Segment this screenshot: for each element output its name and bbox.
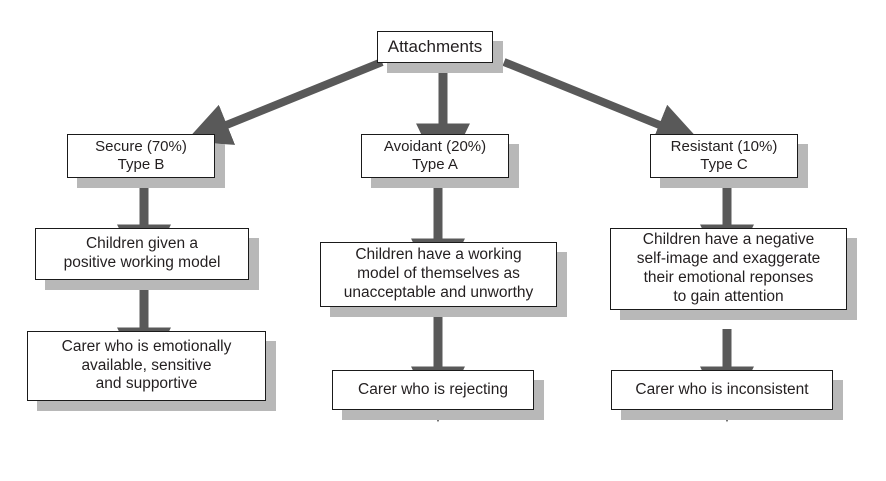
node-secure-carer[interactable]: Carer who is emotionally available, sens…	[27, 331, 266, 401]
node-resistant-carer[interactable]: Carer who is inconsistent	[611, 370, 833, 410]
node-secure-carer-label: Carer who is emotionally available, sens…	[61, 337, 232, 393]
node-avoidant-carer-label: Carer who is rejecting	[358, 380, 508, 398]
node-resistant-type-label: Resistant (10%) Type C	[670, 137, 778, 173]
node-resistant-outcome-label: Children have a negative self-image and …	[636, 231, 821, 305]
edge-attachments-to-resistant	[502, 58, 701, 145]
edge-attachments-to-secure	[185, 58, 384, 145]
node-secure-type[interactable]: Secure (70%) Type B	[67, 134, 215, 178]
node-attachments-label: Attachments	[387, 36, 483, 56]
node-avoidant-type[interactable]: Avoidant (20%) Type A	[361, 134, 509, 178]
node-avoidant-carer[interactable]: Carer who is rejecting	[332, 370, 534, 410]
node-resistant-type[interactable]: Resistant (10%) Type C	[650, 134, 798, 178]
node-avoidant-type-label: Avoidant (20%) Type A	[383, 137, 487, 173]
node-resistant-outcome[interactable]: Children have a negative self-image and …	[610, 228, 847, 310]
node-avoidant-outcome-label: Children have a working model of themsel…	[343, 246, 534, 301]
node-attachments[interactable]: Attachments	[377, 31, 493, 63]
node-resistant-carer-label: Carer who is inconsistent	[635, 380, 809, 398]
node-avoidant-outcome[interactable]: Children have a working model of themsel…	[320, 242, 557, 307]
node-secure-outcome-label: Children given a positive working model	[63, 235, 221, 271]
node-secure-type-label: Secure (70%) Type B	[95, 137, 187, 173]
node-secure-outcome[interactable]: Children given a positive working model	[35, 228, 249, 280]
